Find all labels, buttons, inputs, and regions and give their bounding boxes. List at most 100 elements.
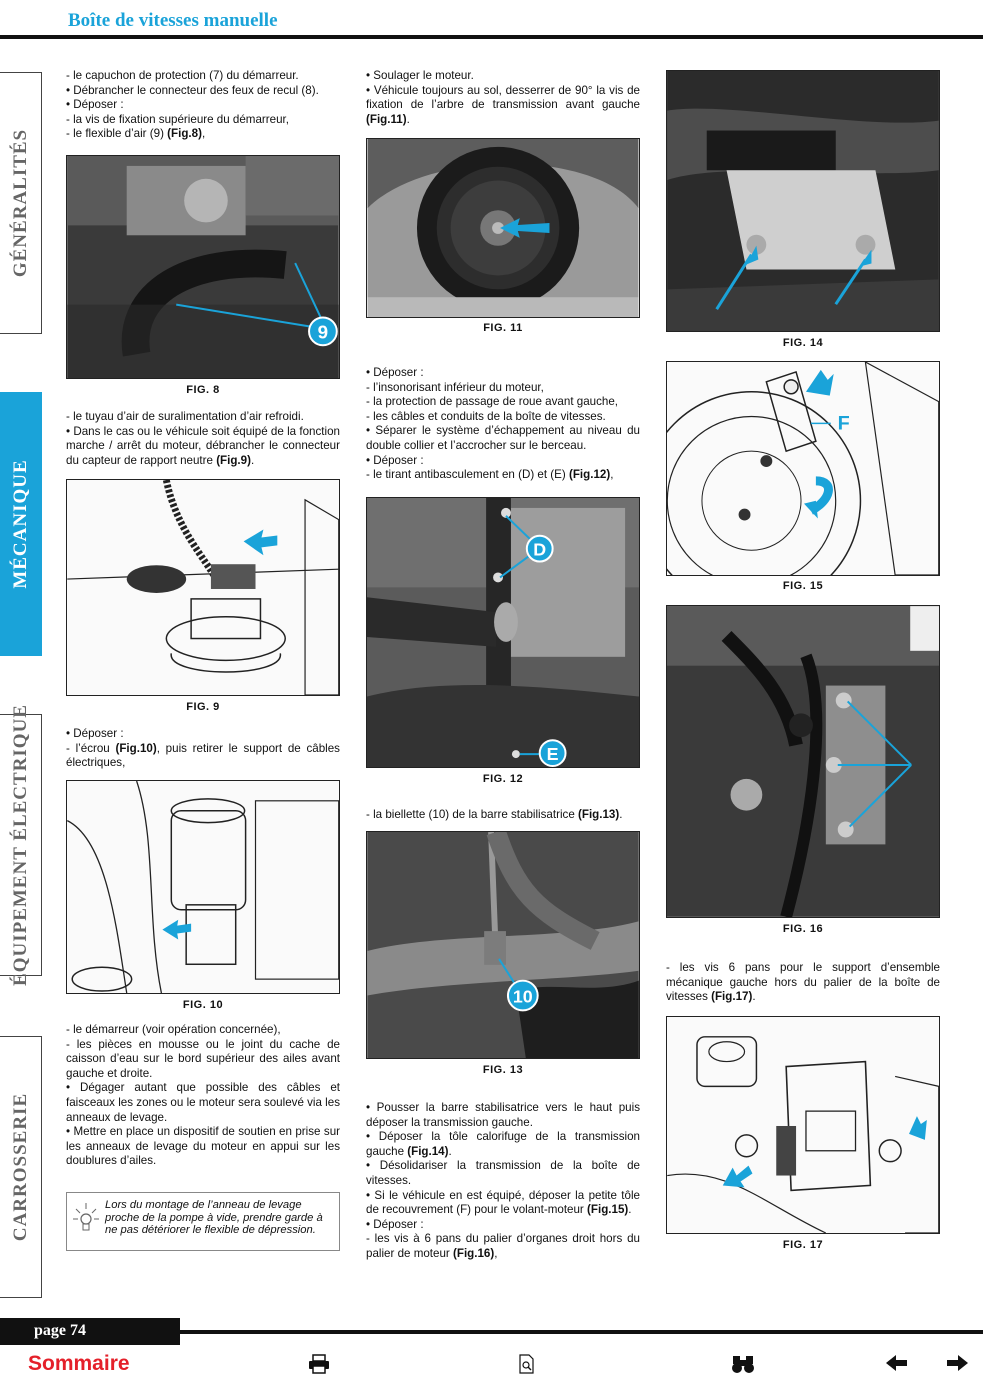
note-text: Lors du montage de l’anneau de levage pr… [105,1199,323,1237]
text-span: . [619,808,623,821]
wheel-photo [367,139,639,317]
fig-ref: (Fig.15) [587,1203,629,1217]
text-line: - les vis à 6 pans du palier d’organes d… [366,1232,640,1261]
text-span: . [628,1203,632,1217]
text-span: - le flexible d’air (9) [66,127,168,141]
fig-ref: (Fig.9) [216,453,251,467]
text-line: - la vis de fixation supérieure du démar… [66,112,289,126]
tab-carrosserie[interactable]: CARROSSERIE [0,1036,42,1298]
text-span: - l’écrou [66,741,116,755]
callout-F: F [838,412,850,434]
print-icon[interactable] [308,1354,330,1374]
tab-label: MÉCANIQUE [9,459,31,589]
fig-ref: (Fig.11) [366,112,407,126]
tab-generalites[interactable]: GÉNÉRALITÉS [0,72,42,334]
figure-14-caption: FIG. 14 [782,337,824,349]
note-box: Lors du montage de l’anneau de levage pr… [66,1192,340,1251]
text-line: • Mettre en place un dispositif de souti… [66,1125,340,1168]
text-line: - l’écrou (Fig.10), puis retirer le supp… [66,742,340,771]
text-line: • Débrancher le connecteur des feux de r… [66,83,319,97]
text-line: • Si le véhicule en est équipé, déposer … [366,1189,640,1218]
text-line: • Dans le cas ou le véhicule soit équipé… [66,425,340,469]
col1-para3: • Déposer : - l’écrou (Fig.10), puis ret… [66,727,340,771]
lightbulb-icon [73,1203,99,1231]
figure-14-photo [666,70,940,332]
arrow-right-icon[interactable] [946,1354,968,1372]
text-line: - le tirant antibasculement en (D) et (E… [366,468,640,483]
page-number: page 74 [34,1322,86,1339]
text-line: - l’insonorisant inférieur du moteur, [366,380,544,394]
figure-15-caption: FIG. 15 [782,580,824,592]
figure-12-caption: FIG. 12 [482,773,524,785]
text-line: - le flexible d’air (9) (Fig.8), [66,127,340,142]
tab-equipement-electrique[interactable]: ÉQUIPEMENT ÉLECTRIQUE [0,704,42,986]
arrow-left-icon[interactable] [886,1354,908,1372]
text-span: , [494,1246,498,1260]
text-line: • Véhicule toujours au sol, desserrer de… [366,84,640,128]
col3-para1: - les vis 6 pans pour le support d’ensem… [666,961,940,1005]
tab-label: CARROSSERIE [9,1092,31,1242]
figure-15-drawing: F [666,361,940,576]
figure-17-caption: FIG. 17 [782,1239,824,1251]
figure-17-drawing [666,1016,940,1234]
text-line: • Déposer : [366,453,424,467]
sommaire-link[interactable]: Sommaire [28,1352,130,1375]
gearbox-line-drawing [67,480,339,695]
fig-ref: (Fig.10) [115,741,157,755]
text-span: - le tirant antibasculement en (D) et (E… [366,468,569,482]
figure-16-photo [666,605,940,918]
text-line: • Déposer la tôle calorifuge de la trans… [366,1130,640,1159]
text-span: , [610,468,614,482]
text-line: • Déposer : [66,98,124,112]
fig-ref: (Fig.8) [167,127,202,141]
text-line: • Déposer : [366,1217,424,1231]
text-span: . [406,112,410,126]
text-line: • Dégager autant que possible des câbles… [66,1081,340,1124]
callout-10: 10 [513,986,533,1006]
text-line: - le tuyau d’air de suralimentation d’ai… [66,410,304,423]
col1-para2: - le tuyau d’air de suralimentation d’ai… [66,410,340,468]
text-line: - la biellette (10) de la barre stabilis… [366,808,640,823]
text-line: - le capuchon de protection (7) du démar… [66,69,299,82]
figure-9-caption: FIG. 9 [186,701,220,713]
heat-shield-photo [667,71,939,331]
figure-11-photo [366,138,640,318]
stabilizer-link-photo: 10 [367,832,639,1058]
text-line: - le démarreur (voir opération concernée… [66,1023,281,1036]
figure-16-caption: FIG. 16 [782,923,824,935]
text-line: • Désolidariser la transmission de la bo… [366,1159,640,1187]
text-line: • Déposer : [66,727,124,740]
text-span: . [448,1144,452,1158]
text-span: • Si le véhicule en est équipé, déposer … [366,1188,640,1217]
torque-rod-photo: D E [367,498,639,767]
text-line: - les câbles et conduits de la boîte de … [366,409,606,423]
figure-11-caption: FIG. 11 [483,322,523,334]
figure-8-caption: FIG. 8 [186,384,220,396]
fig-ref: (Fig.12) [568,468,611,482]
text-line: - les pièces en mousse ou le joint du ca… [66,1037,340,1080]
figure-13-caption: FIG. 13 [482,1064,524,1076]
binoculars-icon[interactable] [731,1354,755,1374]
engine-photo: 9 [67,156,339,378]
col1-intro: - le capuchon de protection (7) du démar… [66,69,340,142]
text-span: . [250,453,255,467]
figure-10-drawing [66,780,340,994]
text-line: - les vis 6 pans pour le support d’ensem… [666,961,940,1005]
fig-ref: (Fig.14) [407,1144,449,1158]
col2-intro: • Soulager le moteur. • Véhicule toujour… [366,69,640,127]
engine-mount-photo [667,606,939,917]
tab-mecanique[interactable]: MÉCANIQUE [0,392,42,656]
text-span: • Véhicule toujours au sol, desserrer de… [366,83,640,112]
text-line: • Déposer : [366,366,424,379]
gearbox-support-drawing [667,1017,939,1233]
col2-para3: - la biellette (10) de la barre stabilis… [366,808,640,823]
text-span: , [201,127,206,141]
document-search-icon[interactable] [518,1354,536,1374]
callout-D: D [533,540,546,560]
text-line: • Séparer le système d’échappement au ni… [366,424,640,452]
text-span: • Déposer la tôle calorifuge de la trans… [366,1130,640,1158]
tab-label: GÉNÉRALITÉS [9,128,31,278]
text-span: - les vis 6 pans pour le support d’ensem… [666,961,940,1004]
tab-label: ÉQUIPEMENT ÉLECTRIQUE [9,704,31,986]
figure-13-photo: 10 [366,831,640,1059]
